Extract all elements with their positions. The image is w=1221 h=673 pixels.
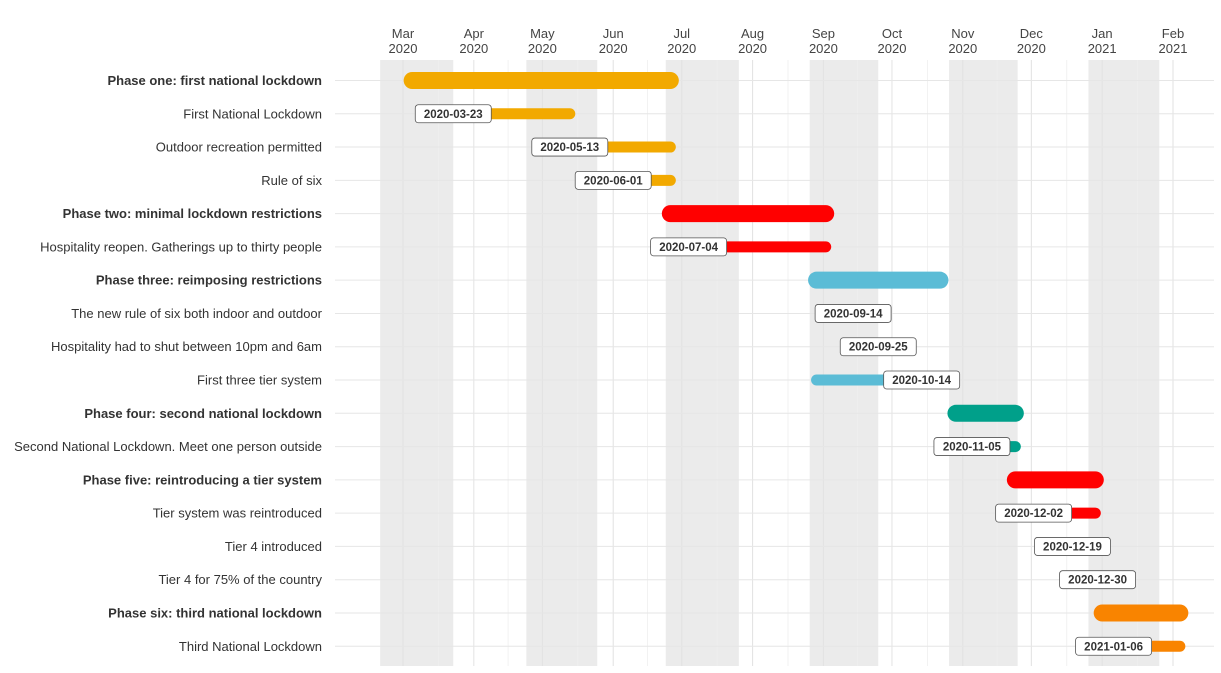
date-label-box: [574, 170, 652, 190]
shaded-band: [1088, 60, 1160, 666]
x-tick-year: 2020: [528, 41, 557, 56]
event-label: Tier 4 for 75% of the country: [158, 572, 322, 587]
x-tick-year: 2021: [1159, 41, 1188, 56]
date-label: 2020-05-13: [540, 142, 599, 154]
date-label-box: [531, 137, 609, 157]
event-label: Tier system was reintroduced: [153, 506, 322, 521]
y-axis-row-labels: Phase one: first national lockdownFirst …: [14, 73, 323, 654]
date-label: 2020-11-05: [943, 442, 1002, 454]
shaded-band: [665, 60, 739, 666]
x-tick-year: 2020: [878, 41, 907, 56]
x-tick-month: Jan: [1092, 26, 1113, 41]
event-label: Hospitality reopen. Gatherings up to thi…: [40, 239, 322, 254]
x-axis-ticks: Mar2020Apr2020May2020Jun2020Jul2020Aug20…: [389, 26, 1188, 56]
phase-label: Phase one: first national lockdown: [107, 73, 322, 88]
x-tick-month: Nov: [951, 26, 975, 41]
x-tick-year: 2020: [1017, 41, 1046, 56]
date-label: 2020-06-01: [584, 175, 643, 187]
date-label: 2020-12-30: [1068, 575, 1127, 587]
horizontal-gridlines: [335, 80, 1214, 647]
shaded-band: [526, 60, 598, 666]
x-tick-month: May: [530, 26, 555, 41]
date-label-box: [1075, 636, 1152, 656]
date-labels: 2020-03-23 2020-05-13 2020-06-01 2020-07-04…: [414, 104, 1152, 656]
date-label-box: [839, 337, 917, 357]
phase-label: Phase three: reimposing restrictions: [96, 273, 322, 288]
event-label: First National Lockdown: [183, 106, 322, 121]
date-label-box: [933, 437, 1011, 456]
shaded-band: [380, 60, 454, 666]
date-label: 2020-12-02: [1004, 508, 1063, 520]
shaded-band: [949, 60, 1018, 666]
x-tick-year: 2020: [599, 41, 628, 56]
date-label-box: [814, 304, 892, 323]
x-tick-year: 2020: [738, 41, 767, 56]
vertical-gridlines: [402, 60, 1174, 666]
x-tick-year: 2020: [389, 41, 418, 56]
x-tick-month: Oct: [882, 26, 903, 41]
date-label-box: [414, 104, 492, 124]
date-label-box: [883, 370, 961, 390]
x-tick-month: Jun: [603, 26, 624, 41]
event-label: The new rule of six both indoor and outd…: [71, 306, 322, 321]
date-label: 2020-03-23: [424, 109, 483, 121]
phase-label: Phase six: third national lockdown: [108, 605, 322, 620]
date-label-box: [995, 503, 1073, 523]
x-tick-year: 2020: [948, 41, 977, 56]
event-label: Tier 4 introduced: [225, 539, 322, 554]
date-label: 2020-10-14: [892, 375, 951, 387]
date-label-box: [1059, 570, 1136, 590]
date-label: 2020-12-19: [1043, 541, 1102, 553]
date-label: 2020-09-14: [824, 308, 883, 320]
phase-label: Phase two: minimal lockdown restrictions: [63, 206, 322, 221]
x-tick-month: Mar: [392, 26, 415, 41]
date-label-box: [650, 237, 728, 257]
x-tick-month: Feb: [1162, 26, 1184, 41]
date-label: 2020-07-04: [659, 242, 718, 254]
event-label: Second National Lockdown. Meet one perso…: [14, 439, 322, 454]
event-label: Hospitality had to shut between 10pm and…: [51, 339, 322, 354]
date-label: 2020-09-25: [849, 342, 908, 354]
x-tick-month: Dec: [1020, 26, 1044, 41]
event-label: First three tier system: [197, 373, 322, 388]
x-tick-month: Apr: [464, 26, 485, 41]
event-label: Outdoor recreation permitted: [156, 140, 322, 155]
phase-label: Phase five: reintroducing a tier system: [83, 472, 322, 487]
date-label-box: [1034, 537, 1111, 556]
x-tick-year: 2021: [1088, 41, 1117, 56]
date-label: 2021-01-06: [1084, 641, 1143, 653]
x-tick-month: Aug: [741, 26, 764, 41]
x-tick-year: 2020: [459, 41, 488, 56]
x-tick-month: Sep: [812, 26, 835, 41]
shaded-band: [809, 60, 879, 666]
x-tick-year: 2020: [667, 41, 696, 56]
x-tick-year: 2020: [809, 41, 838, 56]
event-label: Rule of six: [261, 173, 322, 188]
shaded-bands: [380, 60, 1160, 666]
phase-label: Phase four: second national lockdown: [84, 406, 322, 421]
event-label: Third National Lockdown: [179, 639, 322, 654]
x-tick-month: Jul: [673, 26, 690, 41]
